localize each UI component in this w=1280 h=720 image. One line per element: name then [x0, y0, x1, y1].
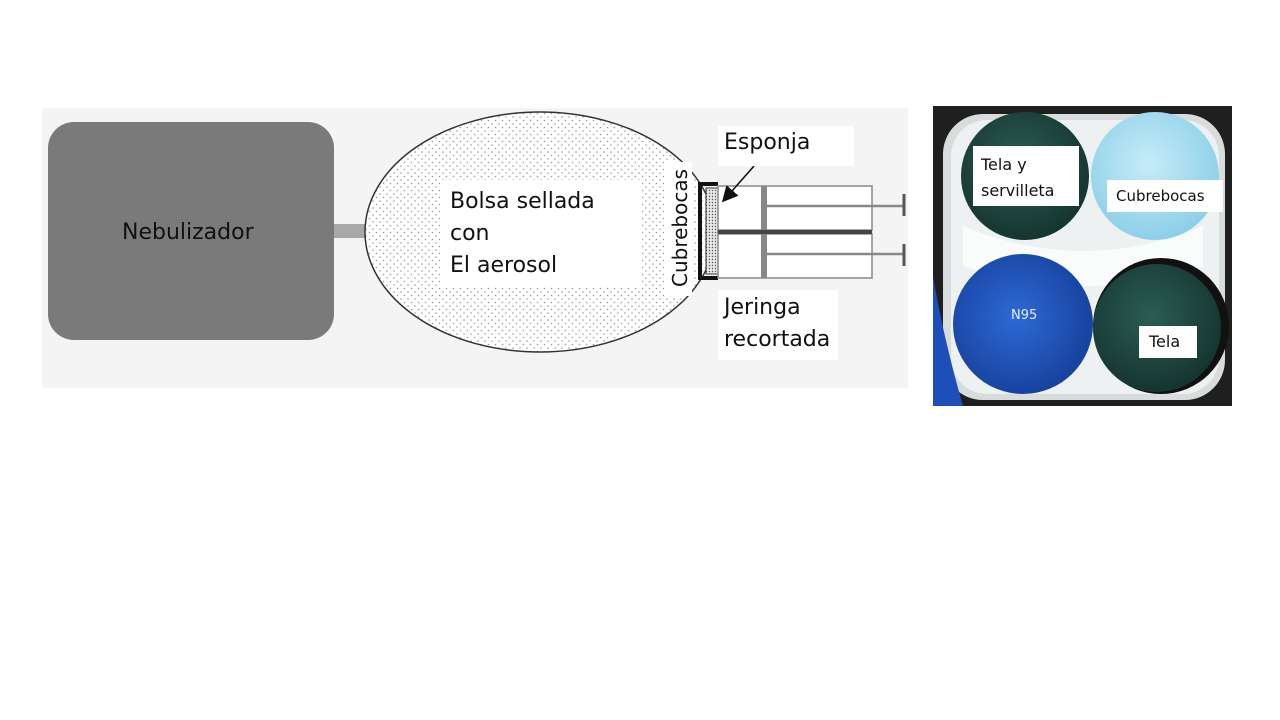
bag-label-line-2: con [450, 221, 490, 246]
diagram-panel: Nebulizador [42, 108, 908, 388]
mask-bracket [698, 182, 718, 280]
bag-label-line-1: Bolsa sellada [450, 189, 595, 214]
sponge-label-box [718, 126, 854, 166]
mask-label: Cubrebocas [668, 168, 692, 288]
mask-label-box [664, 162, 692, 296]
sponge-arrow [721, 165, 755, 203]
bag-label-box [440, 180, 642, 286]
photo-label-surgical-mask: Cubrebocas [1107, 180, 1223, 212]
mask-samples-photo: Tela y servilleta Cubrebocas N95 Tela [933, 106, 1232, 406]
nebulizer-label: Nebulizador [122, 220, 254, 245]
syringe-label-box [718, 290, 838, 360]
photo-label-cloth-napkin-line-1: Tela y [981, 155, 1027, 174]
syringe-label-line-1: Jeringa [724, 295, 801, 320]
disc-n95 [953, 254, 1093, 394]
syringe-barrel-top [717, 185, 873, 231]
disc-surgical-mask [1091, 112, 1219, 240]
photo-label-cloth-napkin: Tela y servilleta [973, 146, 1079, 206]
sponge-label: Esponja [724, 130, 811, 155]
photo-label-cloth-napkin-line-2: servilleta [981, 181, 1055, 200]
bag-label-line-3: El aerosol [450, 253, 558, 278]
nebulizer-box: Nebulizador [48, 122, 334, 340]
photo-label-n95: N95 [1011, 308, 1038, 323]
syringe-barrel-bottom [717, 233, 873, 279]
nebulizer-connector [334, 224, 370, 238]
sponge [705, 187, 719, 275]
bag-label: Bolsa sellada con El aerosol [450, 186, 595, 282]
syringe-label-line-2: recortada [724, 327, 831, 352]
syringe-label: Jeringa recortada [724, 292, 830, 356]
photo-label-cloth: Tela [1139, 326, 1197, 358]
